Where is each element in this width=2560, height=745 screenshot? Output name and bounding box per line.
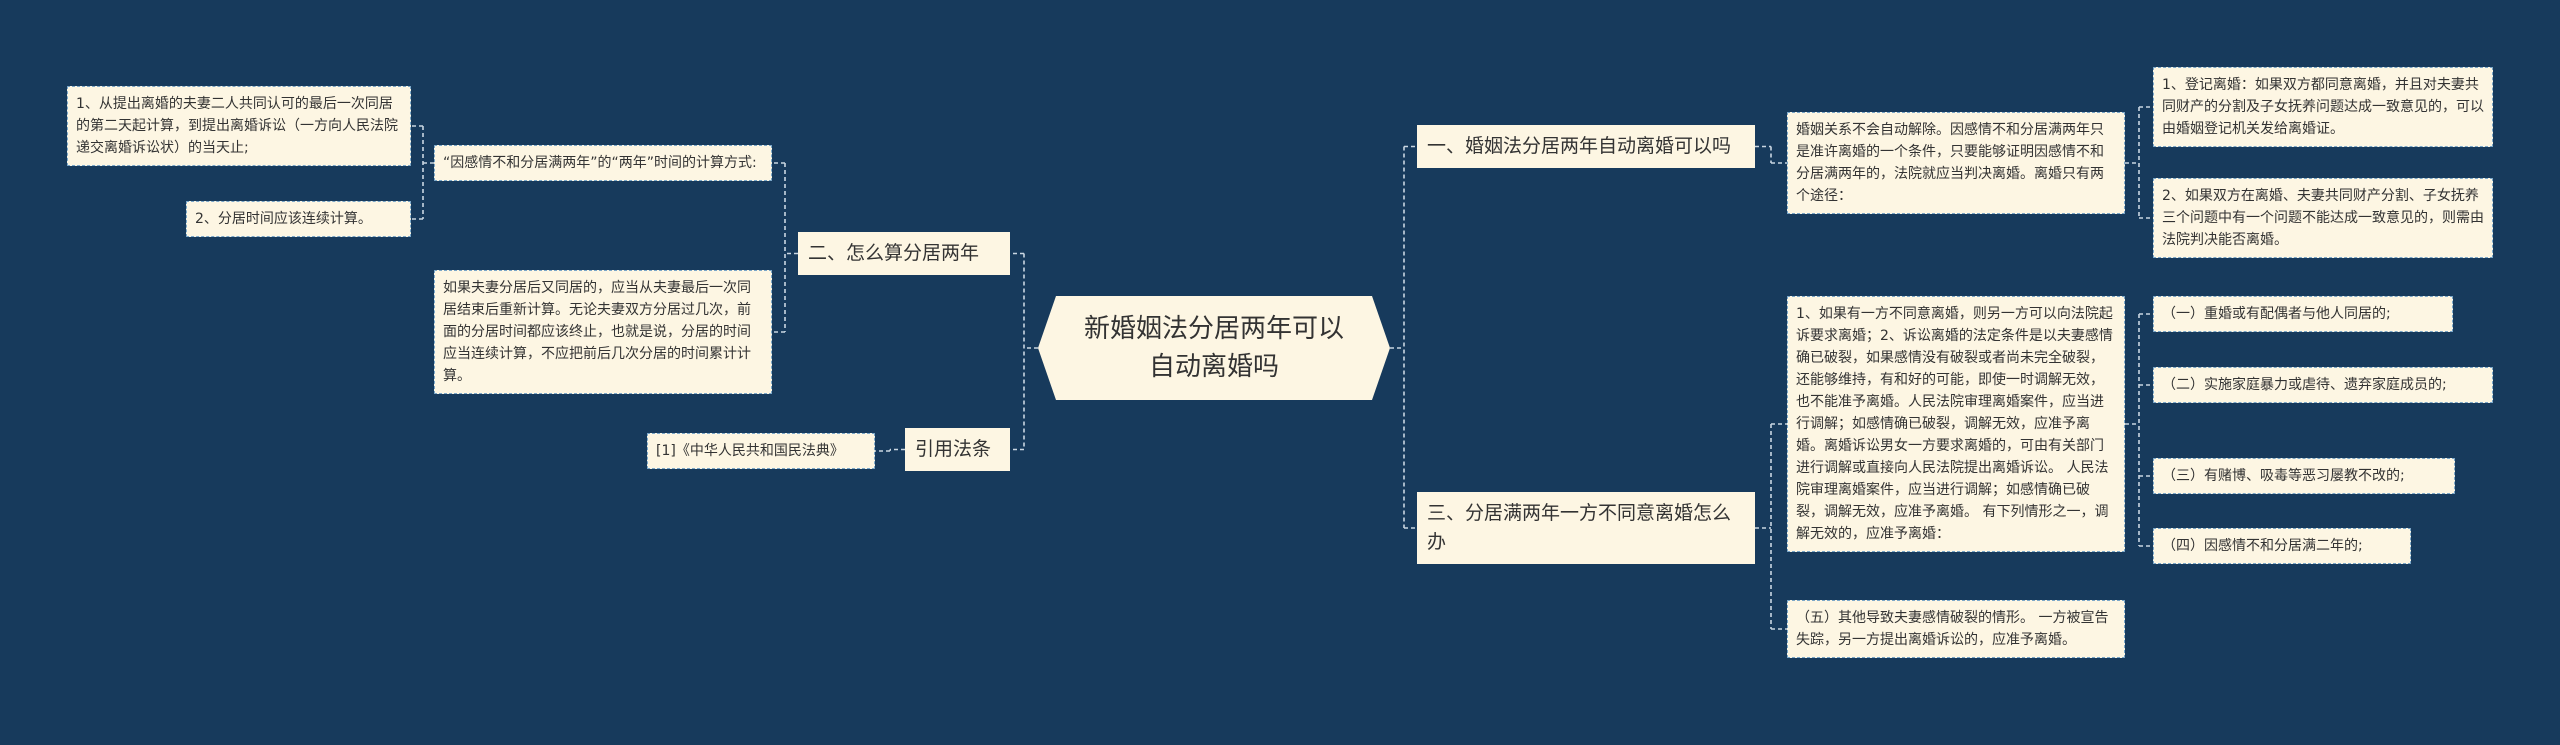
branch-auto-divorce-label: 一、婚姻法分居两年自动离婚可以吗 bbox=[1427, 135, 1732, 157]
node-calc-method[interactable]: “因感情不和分居满两年”的“两年”时间的计算方式: bbox=[434, 145, 772, 181]
node-litigation-text: 1、如果有一方不同意离婚，则另一方可以向法院起诉要求离婚；2、诉讼离婚的法定条件… bbox=[1796, 306, 2113, 542]
branch-auto-divorce[interactable]: 一、婚姻法分居两年自动离婚可以吗 bbox=[1417, 125, 1755, 168]
node-ground-5[interactable]: （五）其他导致夫妻感情破裂的情形。 一方被宣告失踪，另一方提出离婚诉讼的，应准予… bbox=[1787, 600, 2125, 658]
node-registration-divorce[interactable]: 1、登记离婚：如果双方都同意离婚，并且对夫妻共同财产的分割及子女抚养问题达成一致… bbox=[2153, 67, 2493, 147]
node-calc-rule-2[interactable]: 2、分居时间应该连续计算。 bbox=[186, 201, 411, 237]
node-civil-code[interactable]: [1]《中华人民共和国民法典》 bbox=[647, 433, 875, 469]
node-ground-2[interactable]: （二）实施家庭暴力或虐待、遗弃家庭成员的; bbox=[2153, 367, 2493, 403]
branch-how-to-count[interactable]: 二、怎么算分居两年 bbox=[798, 232, 1010, 275]
node-litigation[interactable]: 1、如果有一方不同意离婚，则另一方可以向法院起诉要求离婚；2、诉讼离婚的法定条件… bbox=[1787, 296, 2125, 552]
branch-one-party-refuses-label: 三、分居满两年一方不同意离婚怎么办 bbox=[1427, 502, 1732, 553]
node-recohabit-text: 如果夫妻分居后又同居的，应当从夫妻最后一次同居结束后重新计算。无论夫妻双方分居过… bbox=[443, 280, 751, 384]
node-calc-rule-1[interactable]: 1、从提出离婚的夫妻二人共同认可的最后一次同居的第二天起计算，到提出离婚诉讼（一… bbox=[67, 86, 411, 166]
branch-citation[interactable]: 引用法条 bbox=[905, 428, 1010, 471]
branch-one-party-refuses[interactable]: 三、分居满两年一方不同意离婚怎么办 bbox=[1417, 492, 1755, 564]
node-ground-5-text: （五）其他导致夫妻感情破裂的情形。 一方被宣告失踪，另一方提出离婚诉讼的，应准予… bbox=[1796, 610, 2109, 648]
node-registration-divorce-text: 1、登记离婚：如果双方都同意离婚，并且对夫妻共同财产的分割及子女抚养问题达成一致… bbox=[2162, 77, 2484, 137]
node-ground-1[interactable]: （一）重婚或有配偶者与他人同居的; bbox=[2153, 296, 2453, 332]
root-topic[interactable]: 新婚姻法分居两年可以自动离婚吗 bbox=[1038, 296, 1390, 400]
branch-citation-label: 引用法条 bbox=[915, 438, 992, 460]
node-ground-4-text: （四）因感情不和分居满二年的; bbox=[2162, 538, 2363, 554]
branch-how-to-count-label: 二、怎么算分居两年 bbox=[808, 242, 980, 264]
node-court-divorce-text: 2、如果双方在离婚、夫妻共同财产分割、子女抚养三个问题中有一个问题不能达成一致意… bbox=[2162, 188, 2484, 248]
node-calc-method-text: “因感情不和分居满两年”的“两年”时间的计算方式: bbox=[443, 155, 757, 171]
node-calc-rule-1-text: 1、从提出离婚的夫妻二人共同认可的最后一次同居的第二天起计算，到提出离婚诉讼（一… bbox=[76, 96, 398, 156]
node-ground-4[interactable]: （四）因感情不和分居满二年的; bbox=[2153, 528, 2411, 564]
node-ground-1-text: （一）重婚或有配偶者与他人同居的; bbox=[2162, 306, 2391, 322]
node-court-divorce[interactable]: 2、如果双方在离婚、夫妻共同财产分割、子女抚养三个问题中有一个问题不能达成一致意… bbox=[2153, 178, 2493, 258]
root-topic-label: 新婚姻法分居两年可以自动离婚吗 bbox=[1083, 314, 1344, 382]
node-recohabit[interactable]: 如果夫妻分居后又同居的，应当从夫妻最后一次同居结束后重新计算。无论夫妻双方分居过… bbox=[434, 270, 772, 394]
node-calc-rule-2-text: 2、分居时间应该连续计算。 bbox=[195, 211, 372, 227]
node-ground-3-text: （三）有赌博、吸毒等恶习屡教不改的; bbox=[2162, 468, 2405, 484]
node-civil-code-text: [1]《中华人民共和国民法典》 bbox=[656, 443, 844, 459]
node-not-automatic-text: 婚姻关系不会自动解除。因感情不和分居满两年只是准许离婚的一个条件，只要能够证明因… bbox=[1796, 122, 2104, 204]
node-ground-3[interactable]: （三）有赌博、吸毒等恶习屡教不改的; bbox=[2153, 458, 2455, 494]
node-not-automatic[interactable]: 婚姻关系不会自动解除。因感情不和分居满两年只是准许离婚的一个条件，只要能够证明因… bbox=[1787, 112, 2125, 214]
node-ground-2-text: （二）实施家庭暴力或虐待、遗弃家庭成员的; bbox=[2162, 377, 2447, 393]
